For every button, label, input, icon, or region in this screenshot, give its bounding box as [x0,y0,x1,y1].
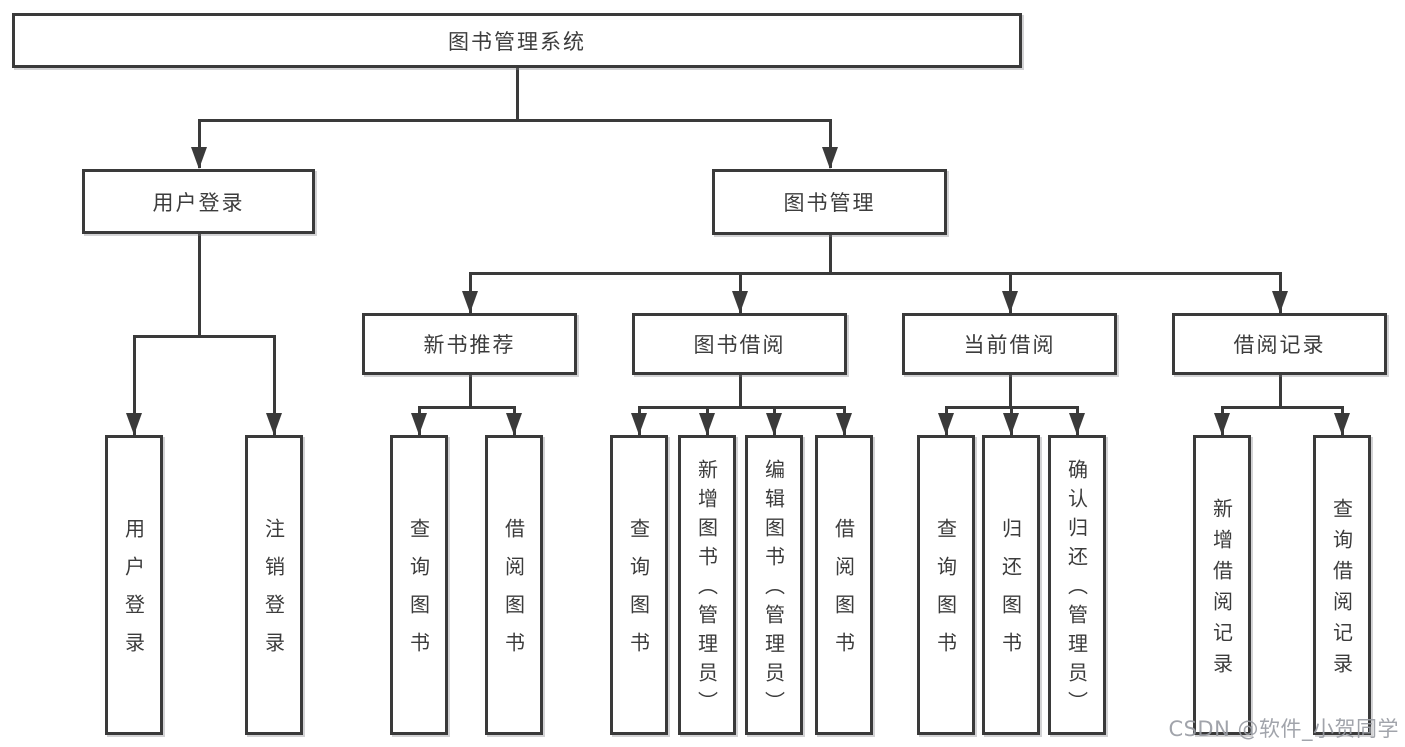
node-current-borrowing: 当前借阅 [902,313,1117,375]
connector-line [739,375,742,406]
node-label: 图书管理 [783,191,876,215]
node-label: 借阅图书 [831,518,856,670]
connector-line [198,119,201,168]
node-label: 用户登录 [121,518,146,670]
node-label: 确认归还（管理员） [1064,459,1089,720]
node-label: 当前借阅 [963,333,1056,357]
node-label: 图书管理系统 [448,29,586,54]
node-leaf-logout: 注销登录 [245,435,303,735]
arrow-down-icon [822,147,838,169]
arrow-down-icon [732,291,748,313]
node-leaf-add-book-admin: 新增图书（管理员） [678,435,736,735]
node-label: 用户登录 [152,190,245,215]
node-label: 新增图书（管理员） [694,459,719,720]
node-leaf-query-books-3: 查询图书 [917,435,975,735]
arrow-down-icon [631,413,647,435]
node-leaf-add-borrow-record: 新增借阅记录 [1193,435,1251,735]
node-leaf-borrow-books-2: 借阅图书 [815,435,873,735]
arrow-down-icon [1272,291,1288,313]
connector-line [829,235,832,272]
arrow-down-icon [1334,413,1350,435]
arrow-down-icon [766,413,782,435]
connector-line [469,375,472,406]
node-leaf-query-books-1: 查询图书 [390,435,448,735]
node-label: 查询借阅记录 [1329,497,1354,684]
node-library-system: 图书管理系统 [12,13,1022,68]
connector-line [829,119,832,168]
node-borrowing-records: 借阅记录 [1172,313,1387,375]
node-label: 新书推荐 [423,333,516,357]
arrow-down-icon [462,291,478,313]
node-leaf-confirm-return-admin: 确认归还（管理员） [1048,435,1106,735]
arrow-down-icon [699,413,715,435]
node-label: 查询图书 [626,518,651,670]
connector-line [638,406,846,409]
node-book-management: 图书管理 [712,169,947,235]
connector-line [1279,375,1282,406]
node-leaf-borrow-books-1: 借阅图书 [485,435,543,735]
node-leaf-return-books: 归还图书 [982,435,1040,735]
node-label: 借阅图书 [501,518,526,670]
node-label: 新增借阅记录 [1209,497,1234,684]
connector-line [198,119,832,122]
arrow-down-icon [126,413,142,435]
node-leaf-user-login: 用户登录 [105,435,163,735]
connector-line [1009,375,1012,406]
arrow-down-icon [1003,413,1019,435]
node-label: 借阅记录 [1233,333,1326,357]
node-label: 归还图书 [998,518,1023,670]
arrow-down-icon [1069,413,1085,435]
arrow-down-icon [506,413,522,435]
node-user-login: 用户登录 [82,169,315,234]
node-label: 编辑图书（管理员） [761,459,786,720]
arrow-down-icon [1002,291,1018,313]
csdn-watermark: CSDN @软件_小贺同学 [1168,717,1399,741]
connector-line [133,335,276,338]
connector-line [1221,406,1344,409]
connector-line [418,406,516,409]
connector-line [273,335,276,435]
connector-line [469,272,1282,275]
node-label: 注销登录 [261,518,286,670]
node-leaf-query-borrow-record: 查询借阅记录 [1313,435,1371,735]
node-label: 查询图书 [933,518,958,670]
node-leaf-query-books-2: 查询图书 [610,435,668,735]
node-leaf-edit-book-admin: 编辑图书（管理员） [745,435,803,735]
node-new-book-recommendation: 新书推荐 [362,313,577,375]
node-book-borrowing: 图书借阅 [632,313,847,375]
node-label: 图书借阅 [693,333,786,357]
arrow-down-icon [191,147,207,169]
connector-line [133,335,136,435]
arrow-down-icon [836,413,852,435]
arrow-down-icon [266,413,282,435]
arrow-down-icon [411,413,427,435]
connector-line [516,68,519,119]
arrow-down-icon [1214,413,1230,435]
connector-line [198,234,201,335]
node-label: 查询图书 [406,518,431,670]
arrow-down-icon [938,413,954,435]
